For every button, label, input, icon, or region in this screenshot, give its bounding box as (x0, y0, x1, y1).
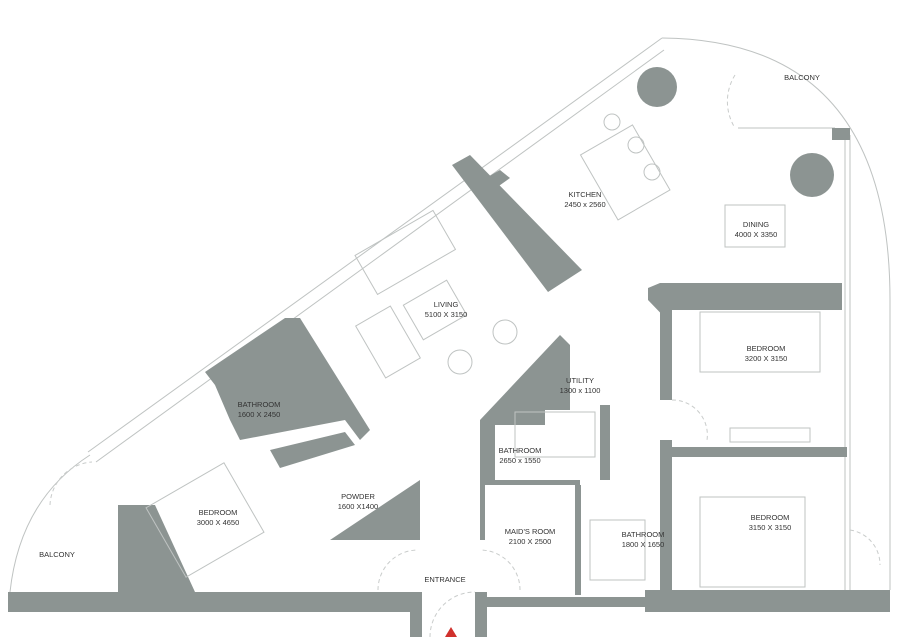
entrance-marker-icon (445, 627, 457, 637)
top-balcony-edge (661, 37, 891, 590)
sofa (354, 209, 457, 296)
armchair (354, 305, 422, 379)
bed (699, 311, 821, 373)
dining-table (724, 204, 786, 248)
left-balcony-edge (9, 454, 91, 593)
planter-circle (790, 153, 834, 197)
bathroom-fixtures (589, 519, 646, 581)
bed (145, 462, 265, 578)
furniture (145, 67, 834, 588)
tv-unit (729, 427, 811, 443)
walls (8, 128, 890, 637)
right-glazing (844, 135, 851, 590)
door-swings (49, 74, 881, 638)
kitchen-island (579, 124, 671, 221)
coffee-table (402, 279, 468, 341)
room-label-balcony-top: BALCONY (784, 73, 820, 82)
diagonal-glazing (87, 37, 665, 463)
bathroom-fixtures (514, 411, 596, 458)
bed (699, 496, 806, 588)
planter-circle (637, 67, 677, 107)
room-label-balcony-left: BALCONY (39, 550, 75, 559)
room-label-entrance: ENTRANCE (424, 575, 466, 584)
